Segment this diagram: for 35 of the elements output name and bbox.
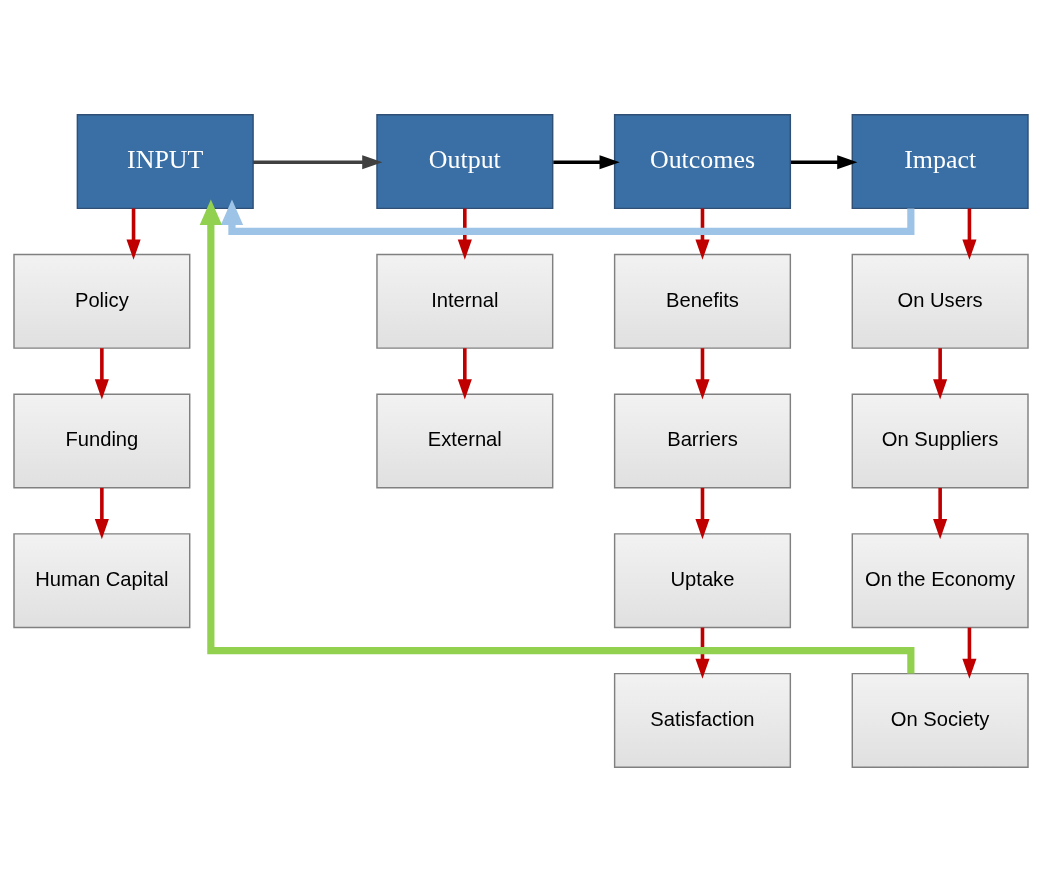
arrow xyxy=(695,487,710,540)
arrow xyxy=(791,155,858,170)
node-box: Impact xyxy=(851,114,1029,210)
arrow xyxy=(695,348,710,400)
arrow xyxy=(220,199,915,236)
node-box: Funding xyxy=(13,393,191,489)
node-box: On the Economy xyxy=(851,533,1029,629)
node-box: Benefits xyxy=(613,253,792,349)
node-box: Internal xyxy=(376,253,554,349)
node-box: Output xyxy=(376,114,554,210)
arrow xyxy=(962,627,977,679)
arrow xyxy=(457,348,472,400)
arrow xyxy=(199,199,915,674)
node-box: Uptake xyxy=(613,533,792,629)
arrow xyxy=(126,208,141,260)
arrow xyxy=(457,208,472,260)
node-box: On Users xyxy=(851,253,1029,349)
arrow xyxy=(553,155,620,170)
arrow xyxy=(94,487,109,540)
node-box: Satisfaction xyxy=(613,672,792,768)
arrow xyxy=(253,155,383,170)
arrow xyxy=(94,348,109,400)
arrow xyxy=(695,208,710,260)
node-box: Policy xyxy=(13,253,191,349)
arrow xyxy=(962,208,977,260)
node-box: On Society xyxy=(851,672,1029,768)
arrow xyxy=(695,627,710,679)
node-box: INPUT xyxy=(76,114,254,210)
arrow xyxy=(933,487,948,540)
node-box: Outcomes xyxy=(613,114,792,210)
node-box: Barriers xyxy=(613,393,792,489)
arrow xyxy=(933,348,948,400)
node-box: External xyxy=(376,393,554,489)
node-box: Human Capital xyxy=(13,533,191,629)
node-box: On Suppliers xyxy=(851,393,1029,489)
